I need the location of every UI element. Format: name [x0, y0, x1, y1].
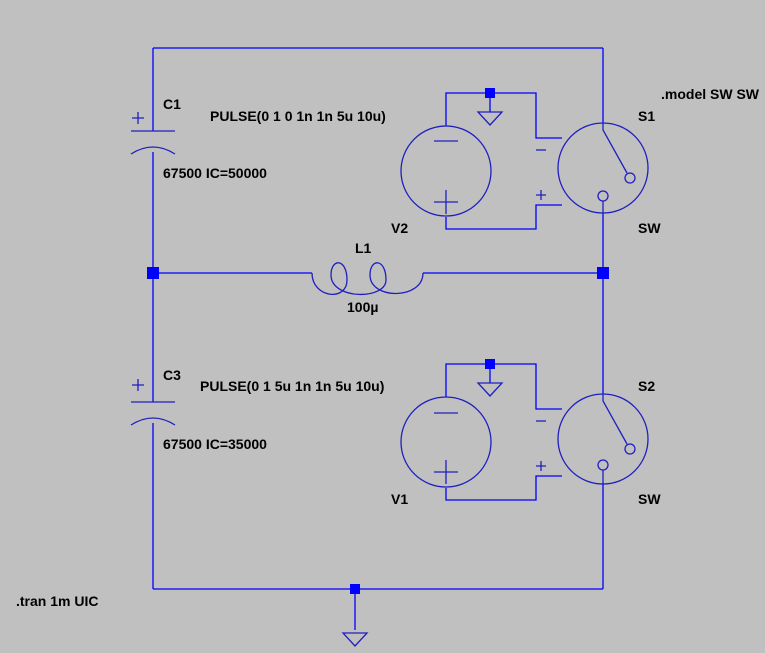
- s1-name[interactable]: S1: [638, 108, 655, 124]
- junction-right-mid[interactable]: [597, 267, 609, 279]
- c3-value[interactable]: 67500 IC=35000: [163, 436, 267, 452]
- junction-v1-gnd[interactable]: [485, 359, 495, 369]
- junction-v2-gnd[interactable]: [485, 88, 495, 98]
- ground-symbol-v2[interactable]: [476, 111, 504, 126]
- v2-name[interactable]: V2: [391, 220, 408, 236]
- v1-value[interactable]: PULSE(0 1 5u 1n 1n 5u 10u): [200, 378, 384, 394]
- s2-name[interactable]: S2: [638, 378, 655, 394]
- c3-name[interactable]: C3: [163, 367, 181, 383]
- junction-left-mid[interactable]: [147, 267, 159, 279]
- capacitor-c1[interactable]: [130, 112, 176, 155]
- switch-s2[interactable]: [536, 393, 649, 485]
- v2-value[interactable]: PULSE(0 1 0 1n 1n 5u 10u): [210, 108, 386, 124]
- wire-v2-top: [445, 92, 562, 139]
- l1-name[interactable]: L1: [355, 240, 372, 256]
- v1-name[interactable]: V1: [391, 491, 408, 507]
- inductor-l1[interactable]: [311, 262, 424, 296]
- voltage-source-v2[interactable]: [400, 125, 492, 217]
- c1-name[interactable]: C1: [163, 96, 181, 112]
- junction-bottom-gnd[interactable]: [350, 584, 360, 594]
- voltage-source-v1[interactable]: [400, 396, 492, 488]
- s2-model[interactable]: SW: [638, 491, 661, 507]
- l1-value[interactable]: 100µ: [347, 299, 378, 315]
- wires: [152, 47, 604, 630]
- wire-v1-bottom: [445, 475, 562, 501]
- s1-model[interactable]: SW: [638, 220, 661, 236]
- ground-symbol-main[interactable]: [341, 632, 369, 647]
- model-directive[interactable]: .model SW SW: [661, 86, 760, 102]
- c1-value[interactable]: 67500 IC=50000: [163, 165, 267, 181]
- tran-directive[interactable]: .tran 1m UIC: [16, 593, 98, 609]
- junctions: [147, 88, 609, 594]
- wire-v2-bottom: [445, 204, 562, 230]
- wire-v1-top: [445, 363, 562, 410]
- ground-symbol-v1[interactable]: [476, 382, 504, 397]
- capacitor-c3[interactable]: [130, 379, 176, 426]
- switch-s1[interactable]: [536, 122, 649, 214]
